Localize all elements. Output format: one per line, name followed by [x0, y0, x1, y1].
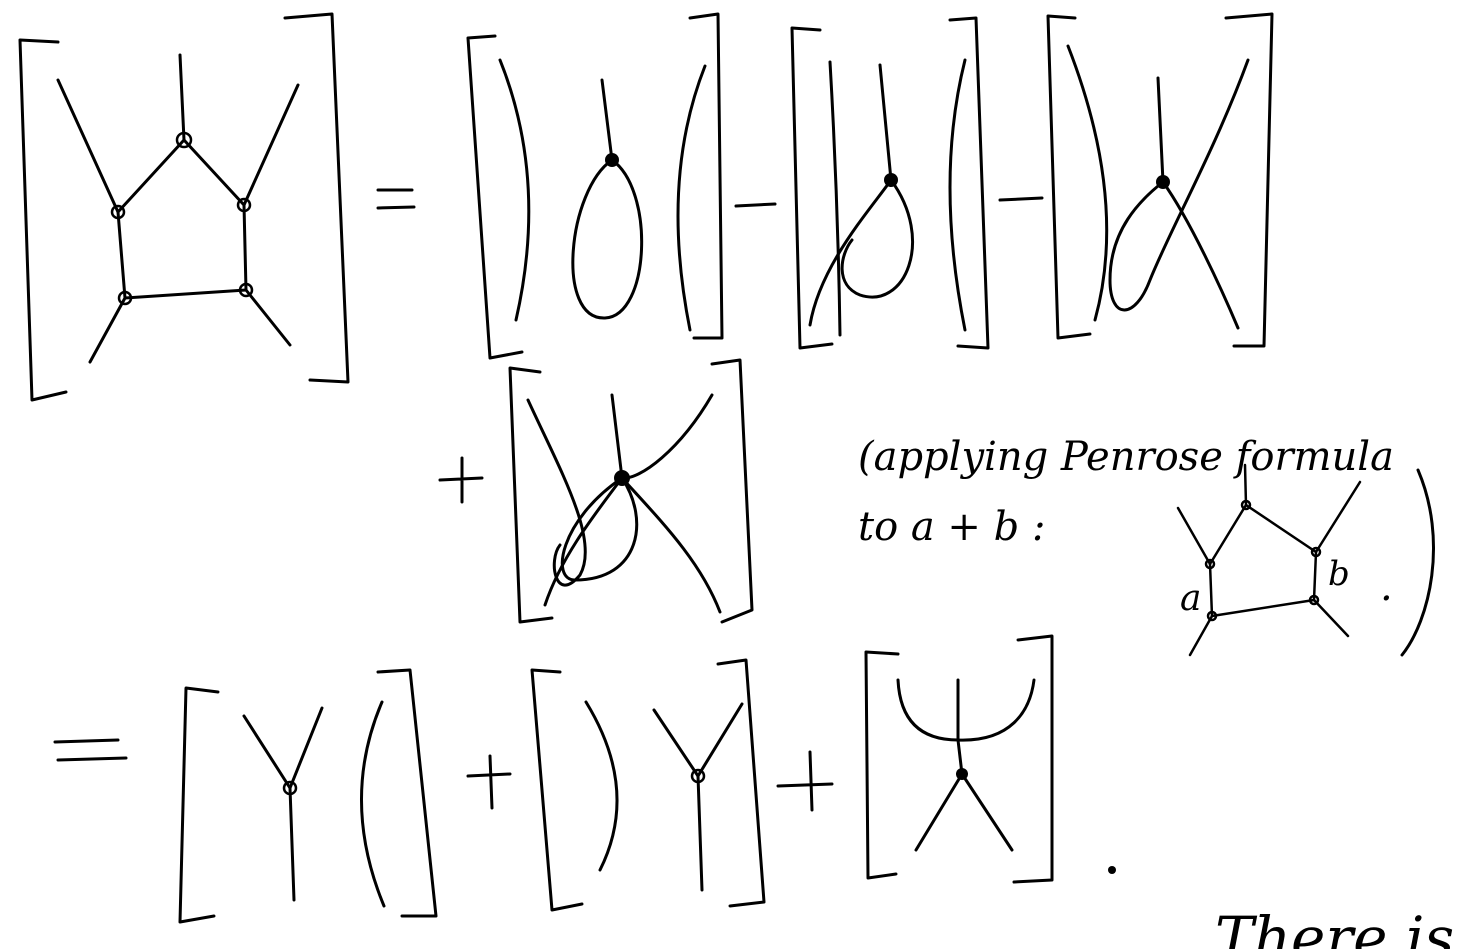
minus-sign-2	[998, 196, 1044, 202]
lhs-left-arm	[56, 78, 120, 214]
plus-sign-3	[776, 750, 834, 812]
strand-left	[1066, 44, 1109, 322]
stem	[610, 393, 624, 480]
vertex-filled	[614, 470, 630, 486]
bottom-text: There is no way	[1215, 904, 1464, 949]
small-pentagon-diagram: a b .	[1176, 463, 1435, 657]
note-line-1: (applying Penrose formula	[858, 434, 1394, 480]
vertex-filled	[605, 153, 619, 167]
vertex-left	[110, 204, 126, 220]
vertex-open	[282, 780, 298, 796]
strand-left	[526, 398, 587, 587]
lhs-upper-right-edge	[182, 138, 246, 207]
lhs-bottom-edge	[123, 288, 248, 300]
bracket-right	[1012, 634, 1054, 884]
bracket-right	[716, 658, 766, 908]
bracket-right	[1224, 12, 1274, 348]
final-period	[1108, 866, 1116, 874]
rhs-term-4	[508, 358, 754, 624]
bracket-right	[948, 16, 990, 350]
label-a: a	[1180, 578, 1201, 619]
rhs-term-1	[466, 12, 724, 360]
label-b: b	[1328, 554, 1350, 594]
equals-sign-2	[53, 738, 128, 762]
bracket-left	[864, 650, 900, 880]
lhs-right-bracket	[283, 12, 350, 384]
y-right-arm	[696, 702, 744, 778]
lhs-top-strand	[178, 53, 186, 142]
bracket-left	[530, 668, 584, 912]
annotation: (applying Penrose formula to a + b : a b…	[858, 434, 1435, 657]
strand-left	[584, 700, 619, 872]
lhs-left-wall	[116, 210, 127, 300]
bracket-right	[710, 358, 754, 624]
lhs-term	[18, 12, 350, 402]
bracket-right	[376, 668, 438, 918]
strand-right	[948, 58, 967, 332]
cup	[896, 678, 1036, 742]
y-left-arm	[652, 708, 700, 778]
strand-long	[1108, 58, 1250, 312]
y-right-arm	[288, 706, 324, 790]
rhs-term-7	[864, 634, 1054, 884]
bracket-left	[1046, 14, 1092, 340]
y-stem	[288, 786, 296, 902]
lhs-lower-right-leg	[244, 288, 292, 347]
note-period: .	[1380, 564, 1393, 610]
strand-right	[360, 700, 386, 908]
vertex-bottom-left	[117, 290, 133, 306]
vertex-open	[690, 768, 706, 784]
bracket-left	[508, 366, 554, 624]
bracket-left	[178, 686, 220, 924]
strand-left	[828, 60, 842, 337]
stem	[600, 78, 614, 162]
y-stem	[696, 774, 704, 892]
lhs-upper-left-edge	[116, 138, 186, 214]
bracket-left	[466, 34, 524, 360]
vertex-filled	[956, 768, 968, 780]
vertex-right	[236, 197, 252, 213]
vertex-top	[175, 131, 193, 149]
stem	[1156, 76, 1165, 184]
strand-right	[620, 393, 714, 480]
vertex-filled	[1156, 175, 1170, 189]
loop	[571, 158, 644, 320]
stem	[878, 63, 893, 182]
strand-right	[676, 64, 707, 332]
note-line-2: to a + b :	[858, 504, 1045, 550]
plus-sign-1	[438, 456, 484, 504]
strand-left	[498, 58, 531, 322]
rhs-term-6	[530, 658, 766, 912]
rhs-term-3	[1046, 12, 1274, 348]
minus-sign-1	[734, 202, 777, 208]
lhs-right-wall	[242, 203, 248, 292]
y-left-arm	[242, 714, 292, 790]
equals-sign-1	[376, 188, 416, 210]
bracket-left	[790, 26, 834, 350]
rhs-term-2	[790, 16, 990, 350]
loop	[808, 178, 893, 327]
bracket-right	[688, 12, 724, 340]
lhs-left-bracket	[18, 38, 68, 402]
leg-left	[914, 772, 964, 852]
vertex-bottom-right	[238, 282, 254, 298]
lhs-lower-left-leg	[88, 296, 127, 364]
rhs-term-5	[178, 668, 438, 924]
vertex-filled	[884, 173, 898, 187]
lhs-right-arm	[242, 83, 300, 207]
leg-right	[960, 772, 1014, 852]
close-paren	[1400, 468, 1435, 657]
plus-sign-2	[466, 754, 512, 810]
